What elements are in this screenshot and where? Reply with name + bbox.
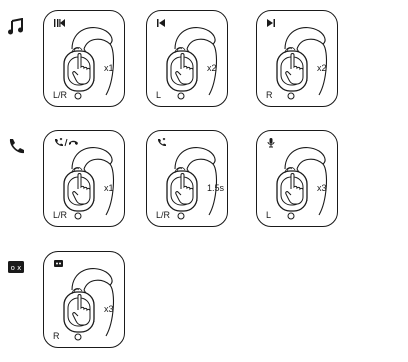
reject-call-icon	[157, 137, 167, 147]
tap-count-label: x3	[104, 304, 114, 314]
previous-track-icon	[157, 17, 165, 27]
game-mode-icon	[54, 258, 63, 268]
voice-assistant-icon	[267, 137, 275, 148]
earbud-side-label: L/R	[53, 210, 67, 220]
earbud-side-label: R	[266, 90, 273, 100]
svg-text:o x: o x	[11, 264, 22, 272]
earbud-side-label: R	[53, 331, 60, 341]
earbud-side-label: L/R	[53, 90, 67, 100]
tap-count-label: x1	[104, 183, 114, 193]
tap-count-label: x2	[207, 63, 217, 73]
answer-end-call-icon	[54, 137, 78, 147]
tap-count-label: x1	[104, 63, 114, 73]
earbud-side-label: L/R	[156, 210, 170, 220]
phone-icon	[7, 137, 25, 155]
tap-count-label: 1.5s	[207, 183, 224, 193]
tap-count-label: x3	[317, 183, 327, 193]
earbud-side-label: L	[266, 210, 271, 220]
play-pause-icon	[54, 17, 65, 27]
earbud-side-label: L	[156, 90, 161, 100]
music-icon	[7, 18, 25, 36]
next-track-icon	[267, 17, 275, 27]
tap-count-label: x2	[317, 63, 327, 73]
game-mode-icon: o x	[7, 258, 25, 276]
